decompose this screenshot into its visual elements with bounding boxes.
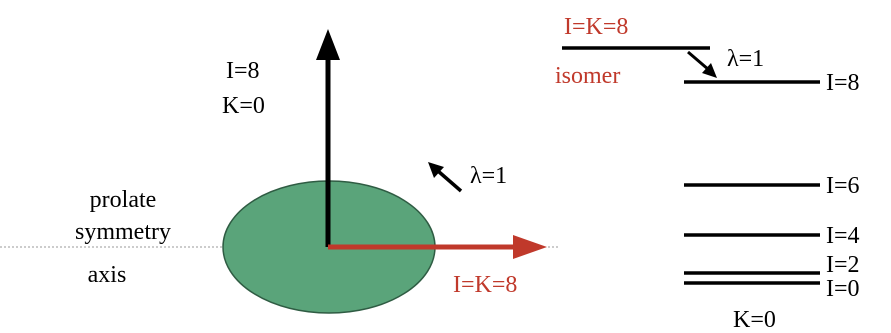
axis-label-prolate: prolate [90,187,157,213]
isomer-title: I=K=8 [564,14,628,40]
isomer-decay-arrow-shaft [687,50,710,72]
level-i8-label: I=8 [826,70,860,96]
band-label: K=0 [733,307,776,333]
level-i0-label: I=0 [826,276,860,302]
lambda-arrow-shaft [436,169,463,193]
projection-vector-arrowhead [513,235,547,259]
level-i4-label: I=4 [826,223,860,249]
level-i6-label: I=6 [826,173,860,199]
level-i2-label: I=2 [826,252,860,278]
projection-label: I=K=8 [453,272,517,298]
isomer-decay-arrowhead [702,63,717,78]
lambda-label-left: λ=1 [470,163,507,189]
isomer-word: isomer [555,63,620,89]
spin-label-k0: K=0 [222,93,265,119]
axis-label-axis: axis [88,262,127,288]
transition-label: λ=1 [727,46,764,72]
spin-label-i8: I=8 [226,58,260,84]
axis-label-symmetry: symmetry [75,219,171,245]
spin-vector-arrowhead [316,29,340,60]
lambda-arrow-head [428,162,444,178]
